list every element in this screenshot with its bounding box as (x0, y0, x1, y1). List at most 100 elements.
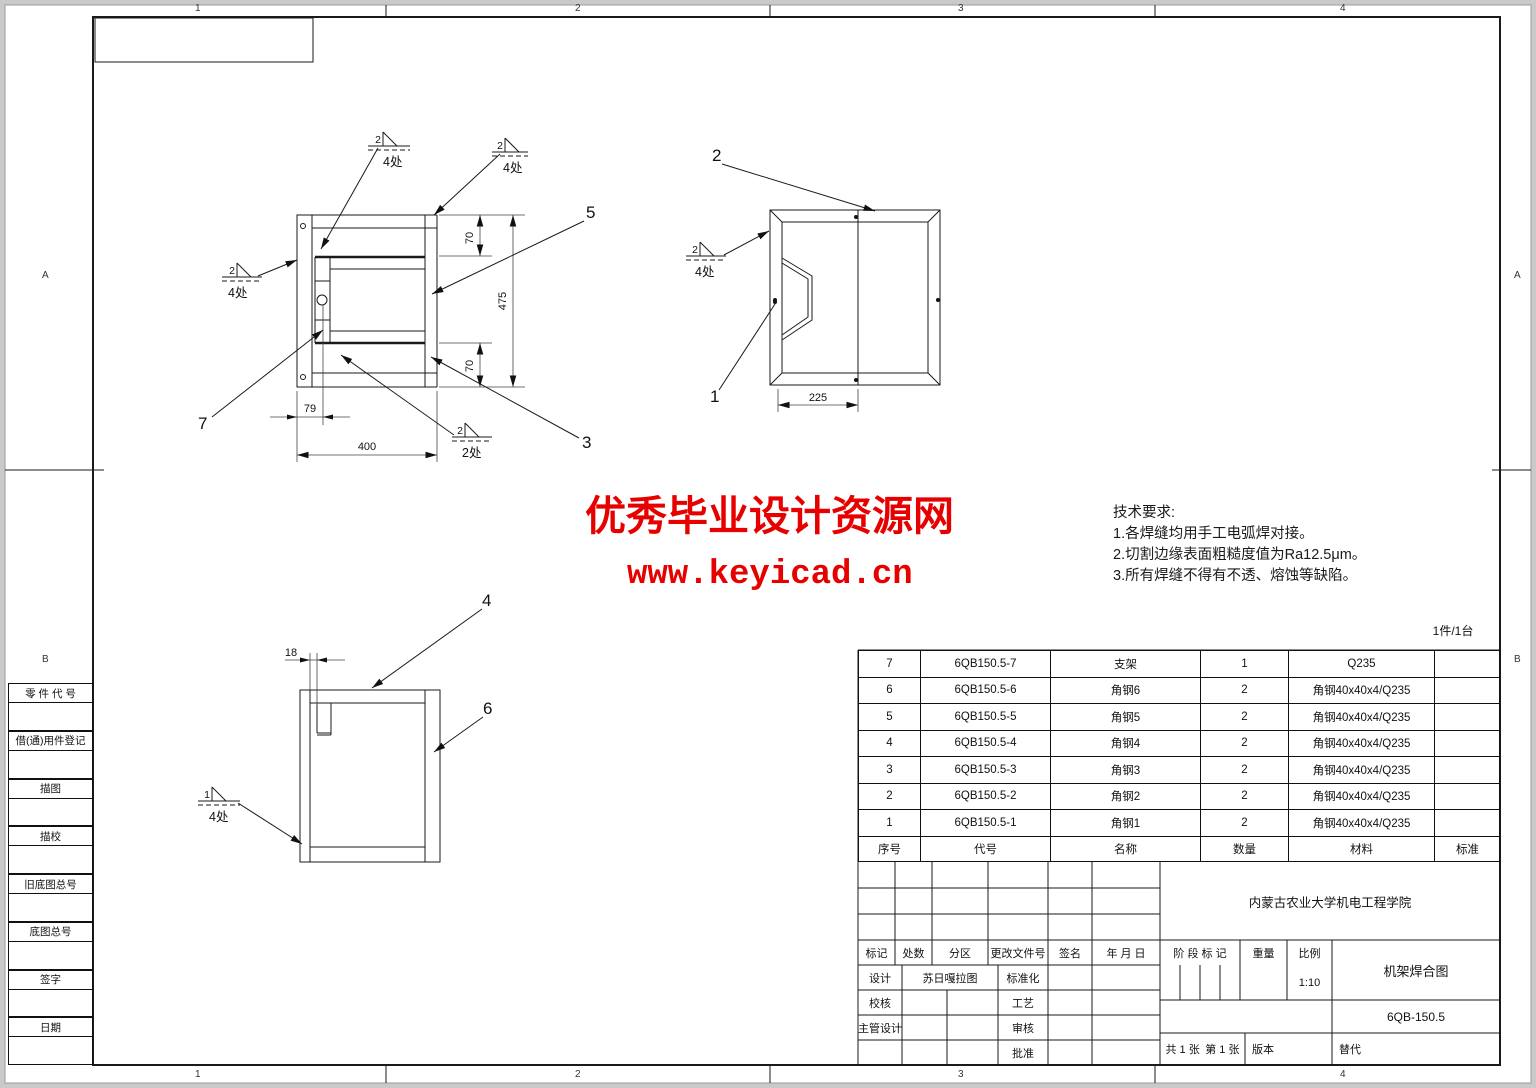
zone-marker: B (42, 654, 49, 665)
margin-label: 签字 (8, 969, 93, 990)
svg-text:2: 2 (375, 134, 381, 146)
tb-organization: 内蒙古农业大学机电工程学院 (1248, 895, 1412, 910)
tb-mark-label: 标记 (865, 947, 888, 960)
tb-chief-design-label: 主管设计 (858, 1022, 902, 1035)
bom-cell: 3 (858, 756, 920, 783)
technical-requirements-title: 技术要求: (1113, 505, 1176, 521)
dim-475: 475 (497, 292, 509, 310)
tb-sheet-index: 第 1 张 (1205, 1044, 1240, 1056)
paper (4, 4, 1532, 1084)
tb-standardization-label: 标准化 (1006, 972, 1040, 985)
margin-empty-box (8, 846, 93, 874)
svg-text:4处: 4处 (695, 265, 715, 279)
bom-cell: 角钢40x40x4/Q235 (1288, 729, 1434, 756)
technical-requirement-item: 1.各焊缝均用手工电弧焊对接。 (1113, 526, 1314, 542)
tb-design-label: 设计 (869, 972, 891, 985)
tb-check-label: 校核 (869, 997, 891, 1010)
tb-approve-label: 批准 (1012, 1047, 1034, 1060)
weld-symbol: 2 4处 (222, 259, 298, 300)
bom-cell: Q235 (1288, 650, 1434, 677)
balloon-3: 3 (582, 433, 591, 452)
tb-scale-value: 1:10 (1298, 976, 1321, 989)
bom-cell: 角钢5 (1050, 703, 1200, 730)
zone-marker: 3 (958, 3, 964, 14)
bom-cell: 6QB150.5-5 (920, 703, 1050, 730)
bom-cell: 4 (858, 729, 920, 756)
zone-marker: 4 (1340, 1069, 1346, 1080)
margin-empty-box (8, 941, 93, 970)
bom-cell: 角钢3 (1050, 756, 1200, 783)
svg-text:2: 2 (692, 244, 698, 256)
bom-cell: 支架 (1050, 650, 1200, 677)
tb-zone-label: 分区 (949, 947, 971, 960)
margin-empty-box (8, 989, 93, 1018)
bom-cell: 角钢40x40x4/Q235 (1288, 703, 1434, 730)
bom-cell: 2 (1200, 729, 1288, 756)
tb-replace-label: 替代 (1339, 1044, 1361, 1056)
bom-cell: 角钢40x40x4/Q235 (1288, 782, 1434, 809)
tb-sign-label: 签名 (1059, 947, 1081, 960)
balloon-1: 1 (710, 387, 719, 406)
bom-cell: 6 (858, 676, 920, 703)
bom-cell: 角钢2 (1050, 782, 1200, 809)
zone-ticks (5, 5, 1531, 1083)
svg-text:4处: 4处 (383, 155, 403, 169)
svg-text:4处: 4处 (209, 810, 229, 824)
weld-symbol: 2 4处 (320, 131, 410, 250)
margin-label: 日期 (8, 1017, 93, 1038)
tb-drawing-title: 机架焊合图 (1383, 963, 1449, 979)
zone-marker: B (1514, 654, 1521, 665)
margin-label: 旧底图总号 (8, 874, 93, 894)
bom-cell: 7 (858, 650, 920, 677)
margin-empty-box (8, 894, 93, 922)
dim-225: 225 (809, 392, 827, 404)
bom-cell: 6QB150.5-2 (920, 782, 1050, 809)
zone-marker: 1 (195, 3, 201, 14)
tb-drawing-number: 6QB-150.5 (1386, 1009, 1446, 1024)
margin-empty-box (8, 703, 93, 731)
svg-text:2: 2 (497, 140, 503, 152)
bom-cell: 角钢40x40x4/Q235 (1288, 676, 1434, 703)
margin-label: 底图总号 (8, 921, 93, 942)
bom-cell: 角钢40x40x4/Q235 (1288, 756, 1434, 783)
tb-sheet-info: 共 1 张 第 1 张 (1160, 1033, 1245, 1065)
tb-process-label: 工艺 (1012, 997, 1034, 1010)
view-bottom: 18 1 4处 4 6 (198, 591, 492, 863)
svg-text:4处: 4处 (228, 286, 248, 300)
tb-date-label: 年 月 日 (1106, 947, 1146, 960)
zone-marker: A (42, 270, 49, 281)
bom-cell (1434, 729, 1500, 756)
quantity-note: 1件/1台 (1432, 624, 1474, 638)
bom-cell: 2 (1200, 756, 1288, 783)
margin-label: 零 件 代 号 (8, 683, 93, 703)
balloon-7: 7 (198, 414, 207, 433)
bom-cell (1434, 756, 1500, 783)
zone-marker: 2 (575, 1069, 581, 1080)
bom-cell (1434, 650, 1500, 677)
bom-cell: 6QB150.5-1 (920, 809, 1050, 836)
bom-cell: 2 (1200, 782, 1288, 809)
drawing-frame (92, 16, 1501, 1066)
margin-empty-box (8, 798, 93, 827)
bom-cell (1434, 809, 1500, 836)
bom-header-cell: 材料 (1288, 835, 1434, 862)
bom-cell (1434, 676, 1500, 703)
bom-header-cell: 数量 (1200, 835, 1288, 862)
bom-header-cell: 名称 (1050, 835, 1200, 862)
margin-empty-box (8, 1037, 93, 1065)
tb-stage-mark-label: 阶 段 标 记 (1173, 947, 1227, 960)
corner-box (94, 17, 314, 63)
zone-marker: 2 (575, 3, 581, 14)
margin-label: 借(通)用件登记 (8, 730, 93, 751)
bom-cell: 2 (1200, 809, 1288, 836)
bom-cell: 角钢1 (1050, 809, 1200, 836)
bom-cell: 6QB150.5-3 (920, 756, 1050, 783)
weld-symbol: 1 4处 (198, 786, 303, 845)
bom-cell (1434, 782, 1500, 809)
bom-cell: 6QB150.5-4 (920, 729, 1050, 756)
margin-label: 描图 (8, 778, 93, 799)
bom-cell: 2 (858, 782, 920, 809)
technical-requirement-item: 3.所有焊缝不得有不透、熔蚀等缺陷。 (1113, 568, 1358, 584)
